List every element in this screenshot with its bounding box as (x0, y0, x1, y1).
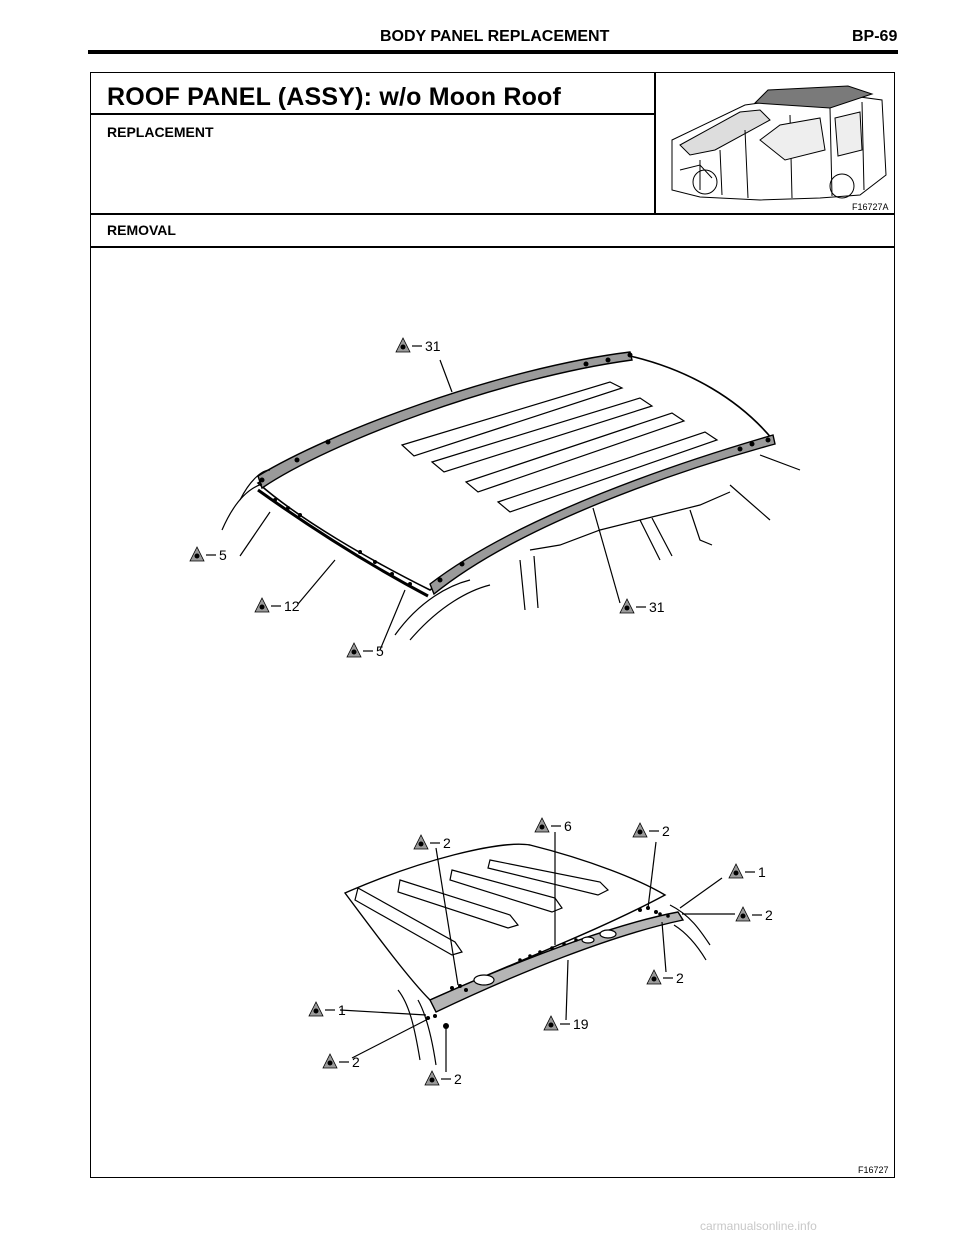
spot-weld-symbol-icon (254, 597, 282, 613)
page-number: BP-69 (852, 28, 898, 45)
spot-weld-symbol-icon (424, 1070, 452, 1086)
callout-bottom-7: 1 (308, 1001, 346, 1018)
spot-weld-symbol-icon (534, 817, 562, 833)
callout-value: 2 (443, 835, 451, 851)
callout-value: 31 (649, 599, 665, 615)
callout-bottom-9: 2 (322, 1053, 360, 1070)
spot-weld-symbol-icon (728, 863, 756, 879)
callout-value: 2 (662, 823, 670, 839)
callout-bottom-2: 6 (534, 817, 572, 834)
removal-rule (90, 246, 895, 248)
section-rule (90, 213, 895, 215)
callout-bottom-1: 2 (413, 834, 451, 851)
title-rule (90, 113, 655, 115)
callout-top-4: 5 (346, 642, 384, 659)
callout-value: 2 (676, 970, 684, 986)
callout-value: 5 (376, 643, 384, 659)
callout-bottom-3: 2 (632, 822, 670, 839)
watermark: carmanualsonline.info (700, 1219, 817, 1233)
callout-value: 19 (573, 1016, 589, 1032)
callout-top-3: 12 (254, 597, 300, 614)
spot-weld-symbol-icon (646, 969, 674, 985)
spot-weld-symbol-icon (308, 1001, 336, 1017)
section-subtitle: REPLACEMENT (107, 124, 214, 140)
callout-top-1: 31 (395, 337, 441, 354)
callout-value: 12 (284, 598, 300, 614)
main-figure-code: F16727 (858, 1165, 889, 1175)
header-rule (88, 50, 898, 54)
spot-weld-symbol-icon (395, 337, 423, 353)
callout-bottom-10: 2 (424, 1070, 462, 1087)
callout-bottom-5: 2 (735, 906, 773, 923)
spot-weld-symbol-icon (413, 834, 441, 850)
spot-weld-symbol-icon (632, 822, 660, 838)
callout-top-5: 31 (619, 598, 665, 615)
callout-value: 6 (564, 818, 572, 834)
spot-weld-symbol-icon (619, 598, 647, 614)
header-title: BODY PANEL REPLACEMENT (380, 28, 610, 45)
callout-value: 1 (758, 864, 766, 880)
spot-weld-symbol-icon (543, 1015, 571, 1031)
spot-weld-symbol-icon (322, 1053, 350, 1069)
callout-value: 1 (338, 1002, 346, 1018)
section-title: ROOF PANEL (ASSY): w/o Moon Roof (107, 83, 562, 111)
callout-bottom-4: 1 (728, 863, 766, 880)
thumbnail-divider (654, 72, 656, 214)
callout-value: 2 (454, 1071, 462, 1087)
spot-weld-symbol-icon (346, 642, 374, 658)
callout-bottom-6: 2 (646, 969, 684, 986)
content-frame (90, 72, 895, 1178)
callout-value: 2 (765, 907, 773, 923)
thumbnail-figure-code: F16727A (852, 202, 889, 212)
spot-weld-symbol-icon (189, 546, 217, 562)
callout-bottom-8: 19 (543, 1015, 589, 1032)
callout-value: 31 (425, 338, 441, 354)
spot-weld-symbol-icon (735, 906, 763, 922)
callout-top-2: 5 (189, 546, 227, 563)
callout-value: 5 (219, 547, 227, 563)
callout-value: 2 (352, 1054, 360, 1070)
removal-heading: REMOVAL (107, 222, 176, 238)
